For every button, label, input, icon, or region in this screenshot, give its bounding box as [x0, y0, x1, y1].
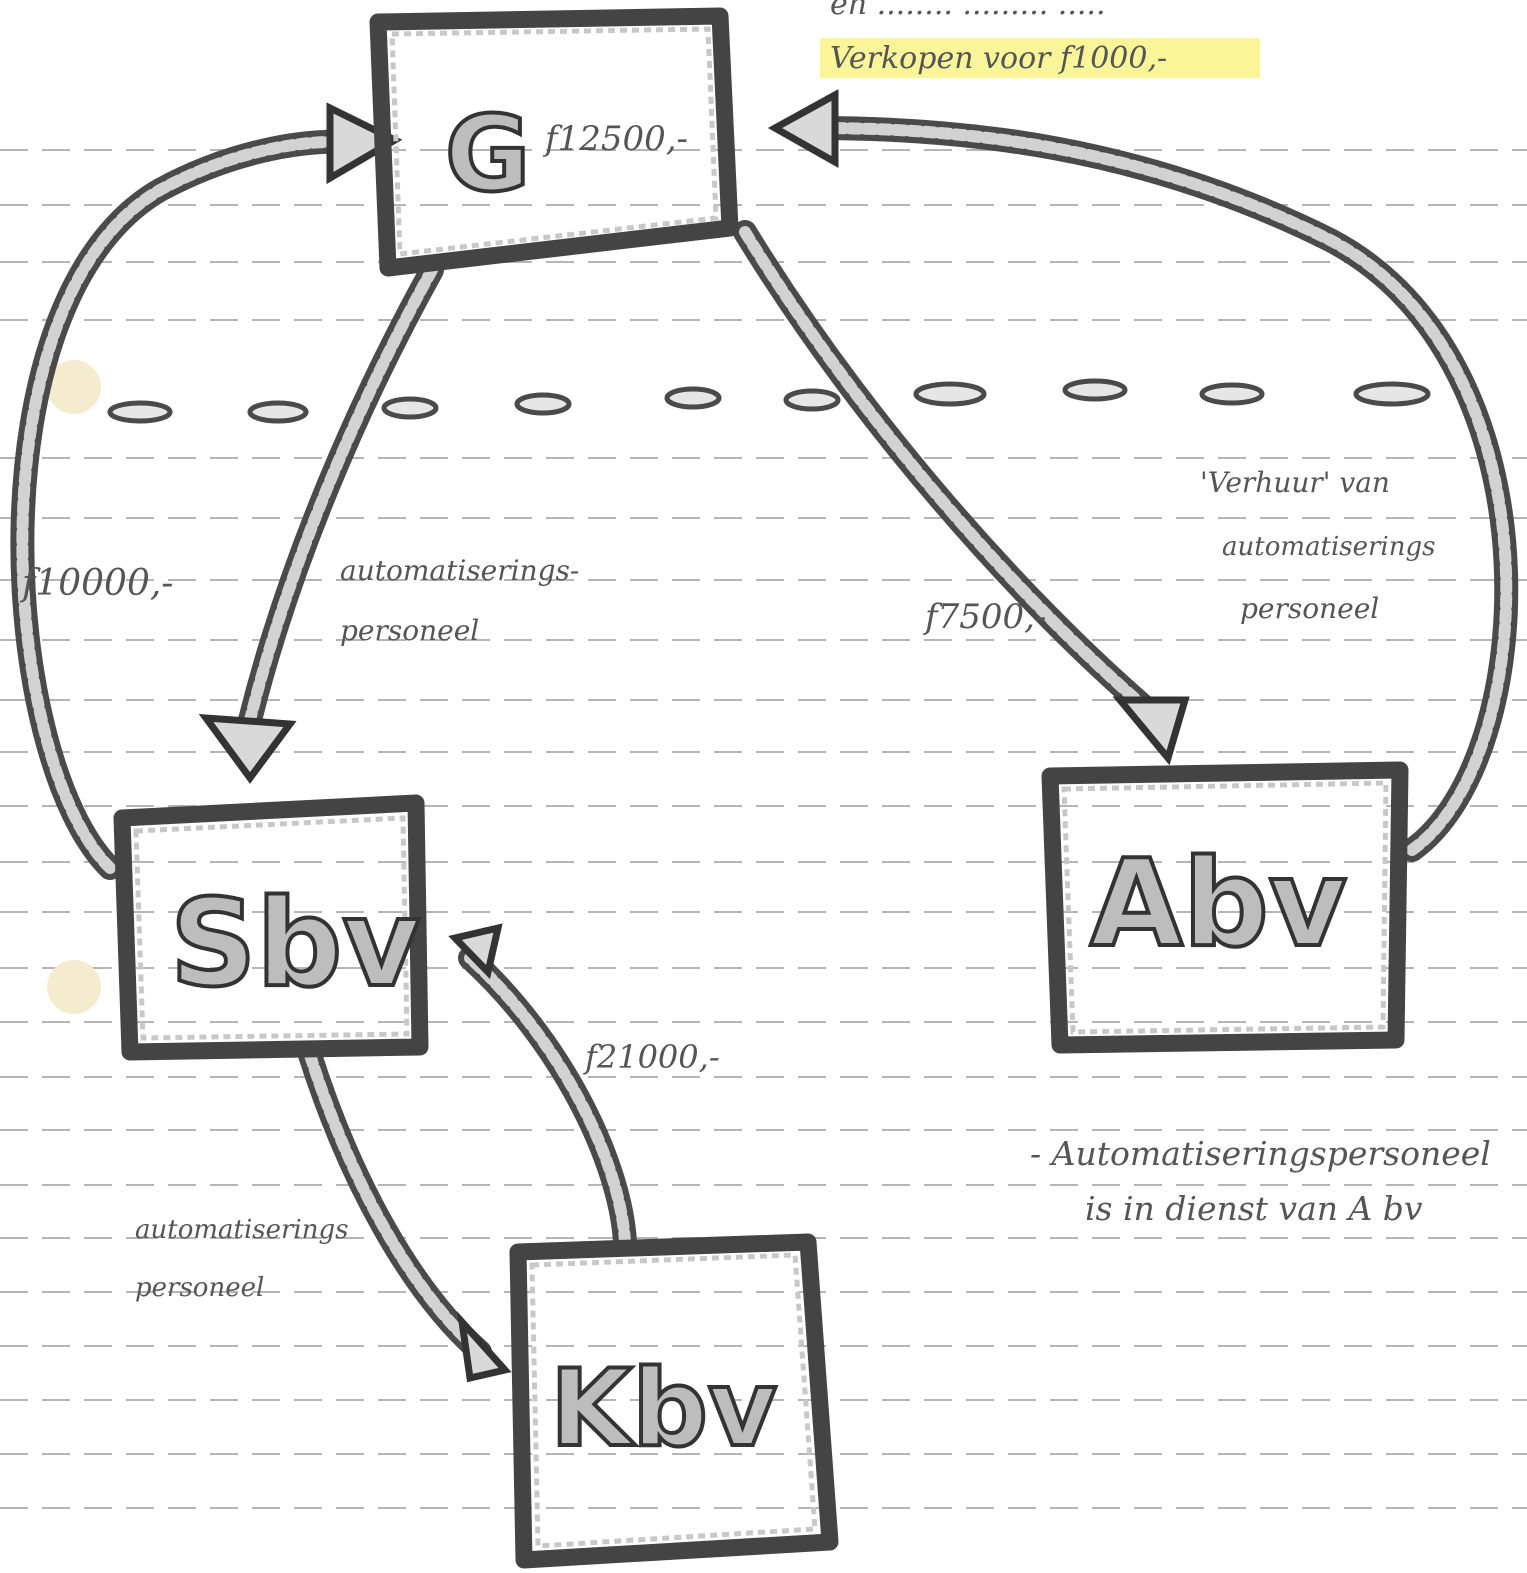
- side-note-line-2: is in dienst van A bv: [1085, 1189, 1423, 1228]
- arrow-s-to-g: [10, 102, 403, 880]
- arrowhead-icon: [456, 1311, 512, 1383]
- arrowhead-icon: [767, 89, 839, 169]
- arrowhead-icon: [448, 923, 503, 980]
- edge-label-a-to-g-line-2: automatiserings: [1222, 532, 1435, 562]
- highlight-mark: [820, 38, 1260, 78]
- edge-label-g-to-s-line-1: automatiserings-: [340, 554, 579, 587]
- node-g-label: G: [445, 93, 530, 215]
- node-k: Kbv: [509, 1233, 839, 1569]
- arrowhead-icon: [326, 102, 403, 185]
- punch-hole: [47, 360, 101, 414]
- edge-label-a-to-g-line-3: personeel: [1240, 592, 1379, 625]
- edge-label-a-to-g-line-1: 'Verhuur' van: [1200, 466, 1390, 499]
- node-g: G f12500,-: [369, 7, 739, 277]
- edge-label-s-to-g-amount: f10000,-: [19, 563, 173, 604]
- arrow-g-to-a: [733, 220, 1190, 766]
- punch-hole: [47, 960, 101, 1014]
- node-a: Abv: [1041, 761, 1409, 1054]
- dashed-separator: [107, 378, 1431, 424]
- side-note-line-1: - Automatiseringspersoneel: [1030, 1134, 1491, 1173]
- edge-label-s-to-k-line-1: automatiserings: [135, 1215, 348, 1245]
- edge-label-g-to-a-amount: f7500,-: [922, 597, 1046, 637]
- edge-label-k-to-s-amount: f21000,-: [583, 1038, 720, 1076]
- edge-label-s-to-k-line-2: personeel: [135, 1273, 264, 1303]
- arrowhead-icon: [198, 713, 297, 784]
- top-note-line-1: en ........ ......... .....: [830, 0, 1105, 22]
- node-s-label: Sbv: [170, 875, 421, 1014]
- arrow-s-to-k: [298, 1043, 512, 1383]
- node-k-label: Kbv: [550, 1347, 777, 1470]
- node-a-label: Abv: [1090, 835, 1347, 974]
- arrow-k-to-s: [448, 923, 637, 1254]
- top-note-line-2: Verkopen voor f1000,-: [830, 41, 1167, 76]
- arrow-g-to-s: [198, 258, 444, 784]
- ruled-lines: [0, 149, 1527, 1509]
- arrow-a-to-g: [767, 89, 1519, 862]
- edge-label-g-to-s-line-2: personeel: [340, 614, 479, 647]
- node-s: Sbv: [113, 794, 429, 1061]
- arrowhead-icon: [1112, 696, 1190, 766]
- node-g-value: f12500,-: [542, 119, 688, 159]
